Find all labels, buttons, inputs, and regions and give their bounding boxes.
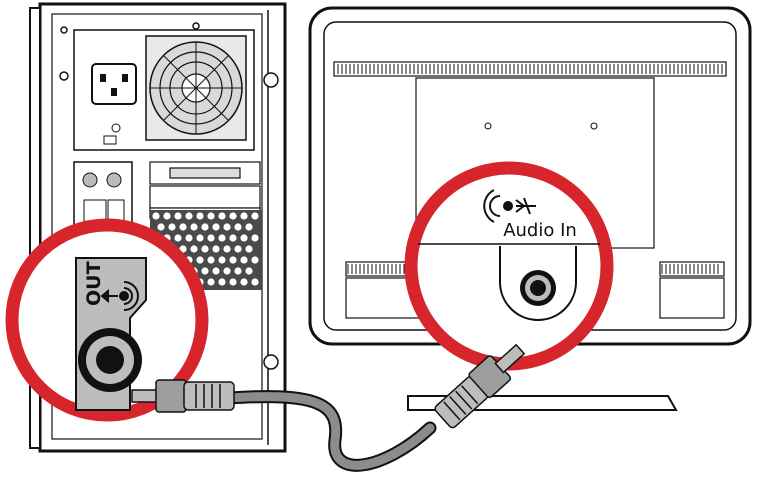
vent-hole xyxy=(163,212,171,220)
vent-hole xyxy=(223,223,231,231)
vent-hole xyxy=(229,256,237,264)
cable-plug-right xyxy=(434,343,526,429)
vent-hole xyxy=(190,223,198,231)
out-port-label: OUT xyxy=(83,261,105,306)
vent-hole xyxy=(234,223,242,231)
vent-hole xyxy=(212,223,220,231)
power-pin-ground xyxy=(111,88,117,96)
vent-hole xyxy=(240,212,248,220)
vent-hole xyxy=(229,278,237,286)
vent-hole xyxy=(240,256,248,264)
vent-hole xyxy=(223,267,231,275)
vent-hole xyxy=(218,256,226,264)
vent-hole xyxy=(240,234,248,242)
power-pin-right xyxy=(122,74,128,82)
vent-hole xyxy=(207,234,215,242)
vent-hole xyxy=(245,245,253,253)
right-port-bay xyxy=(659,277,725,319)
top-vent-slats xyxy=(337,64,723,74)
vent-hole xyxy=(234,267,242,275)
out-port-callout: OUT xyxy=(5,218,209,422)
vent-hole xyxy=(196,256,204,264)
cable-plug-left xyxy=(131,379,235,413)
vent-hole xyxy=(201,267,209,275)
power-inlet xyxy=(91,63,137,105)
vent-hole xyxy=(152,212,160,220)
vent-hole xyxy=(207,212,215,220)
psu-fan xyxy=(145,35,247,141)
vent-hole xyxy=(190,245,198,253)
audio-in-speaker-icon xyxy=(483,189,536,223)
vent-hole xyxy=(201,245,209,253)
bottom-vent-right xyxy=(659,261,725,277)
vent-hole xyxy=(185,212,193,220)
vent-hole xyxy=(251,234,259,242)
vent-hole xyxy=(218,234,226,242)
vent-hole xyxy=(212,245,220,253)
case-screws xyxy=(59,22,279,370)
vesa-hole-left xyxy=(484,122,492,130)
power-pin-left xyxy=(100,74,106,82)
vent-hole xyxy=(234,245,242,253)
psu-switch xyxy=(111,123,121,133)
audio-out-icon xyxy=(100,281,139,311)
vent-hole xyxy=(201,223,209,231)
vent-hole xyxy=(174,212,182,220)
audio-in-callout: Audio In xyxy=(404,161,614,371)
psu-voltage-switch xyxy=(103,135,117,145)
vent-hole xyxy=(196,212,204,220)
vent-hole xyxy=(251,256,259,264)
vent-hole xyxy=(223,245,231,253)
vent-hole xyxy=(240,278,248,286)
vent-hole xyxy=(157,223,165,231)
vent-hole xyxy=(251,278,259,286)
expansion-slots xyxy=(149,161,261,219)
vent-hole xyxy=(174,234,182,242)
vent-hole xyxy=(245,223,253,231)
audio-cable xyxy=(223,390,437,472)
vent-hole xyxy=(229,212,237,220)
vent-hole xyxy=(229,234,237,242)
vent-hole xyxy=(207,278,215,286)
vent-hole xyxy=(218,278,226,286)
vesa-hole-right xyxy=(590,122,598,130)
vent-hole xyxy=(179,223,187,231)
out-jack-hole xyxy=(96,346,124,374)
vent-hole xyxy=(196,234,204,242)
vent-hole xyxy=(218,212,226,220)
vent-hole xyxy=(168,223,176,231)
vent-hole xyxy=(245,267,253,275)
audio-in-label: Audio In xyxy=(503,220,577,241)
vent-hole xyxy=(212,267,220,275)
tower-side-edge xyxy=(29,7,41,449)
vent-hole xyxy=(207,256,215,264)
computer-tower xyxy=(29,2,287,453)
vent-hole xyxy=(185,234,193,242)
audio-in-jack-hole xyxy=(530,280,546,296)
vent-hole xyxy=(251,212,259,220)
